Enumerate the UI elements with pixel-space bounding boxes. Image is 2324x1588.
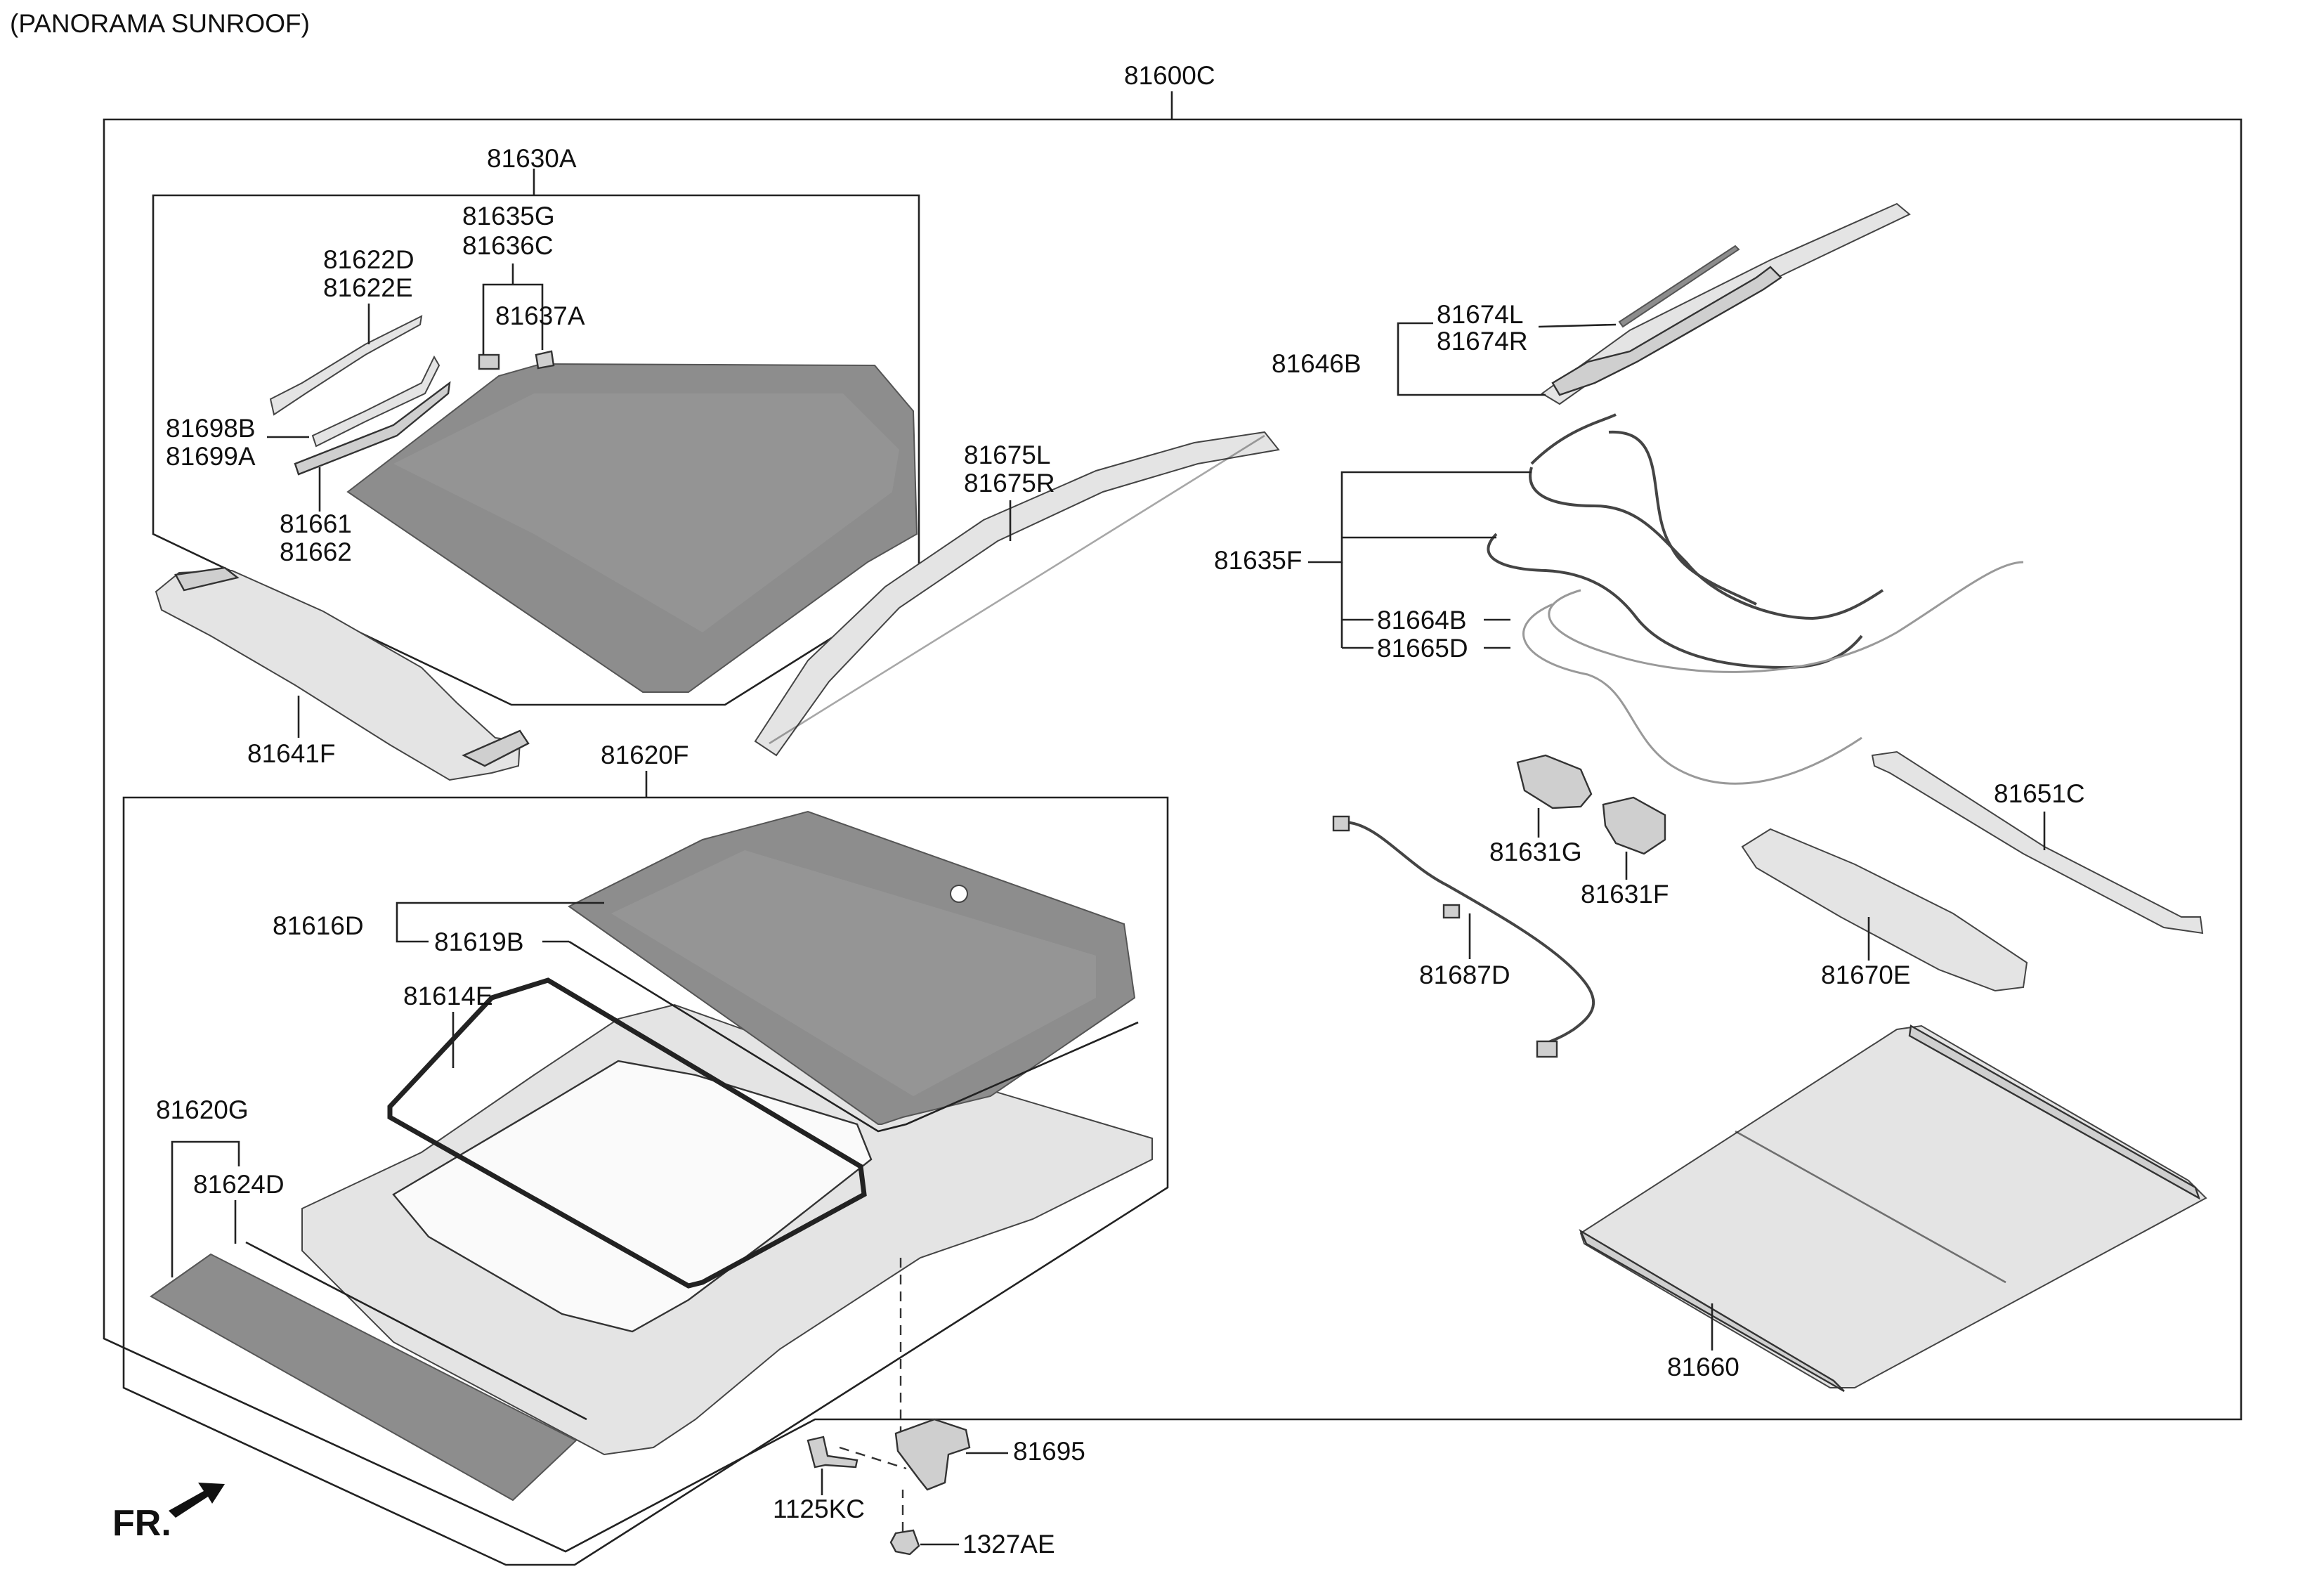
harness-connector-bottom [1536, 1040, 1558, 1058]
label-81699A[interactable]: 81699A [166, 442, 256, 471]
label-81616D[interactable]: 81616D [273, 911, 364, 940]
leader-81616D [396, 902, 604, 926]
label-81660[interactable]: 81660 [1667, 1353, 1739, 1381]
label-81620G[interactable]: 81620G [156, 1095, 249, 1124]
label-81636C[interactable]: 81636C [462, 231, 554, 260]
label-81614E[interactable]: 81614E [403, 982, 493, 1010]
roof-frame-opening [392, 1060, 873, 1333]
fixed-glass-shade [393, 393, 899, 632]
leader-81616D-b [396, 926, 429, 943]
clip-81635G [478, 353, 500, 370]
motor-81631G [1516, 754, 1593, 809]
front-rail-bracket-right [462, 729, 530, 767]
label-1125KC[interactable]: 1125KC [773, 1495, 865, 1523]
roller-blind-seam [1735, 1130, 2006, 1284]
clip-81637A [535, 350, 555, 370]
label-81600C[interactable]: 81600C [1124, 61, 1215, 90]
label-81695[interactable]: 81695 [1013, 1437, 1085, 1466]
label-81620F[interactable]: 81620F [601, 741, 689, 769]
label-81674R[interactable]: 81674R [1437, 327, 1528, 356]
assembly-box-81600C [103, 118, 2243, 1553]
label-81624D[interactable]: 81624D [193, 1170, 285, 1199]
label-81651C[interactable]: 81651C [1994, 779, 2085, 808]
front-rail-bracket-left [174, 566, 240, 592]
label-81635G[interactable]: 81635G [462, 202, 555, 230]
label-81661[interactable]: 81661 [280, 509, 352, 538]
rail-mechanism [1551, 266, 1782, 396]
label-81619B[interactable]: 81619B [434, 928, 524, 956]
harness-connector-top [1332, 815, 1350, 832]
label-81635F[interactable]: 81635F [1214, 546, 1303, 575]
bolt-dashline [839, 1446, 907, 1470]
front-direction-label: FR. [112, 1503, 171, 1544]
label-81698B[interactable]: 81698B [166, 414, 256, 443]
wiring-harness-81687D [1343, 821, 1595, 1048]
label-81675L[interactable]: 81675L [964, 441, 1050, 469]
subassembly-box-81620F [122, 796, 1169, 1566]
leader-81635F [1308, 471, 1532, 564]
diagram-title: (PANORAMA SUNROOF) [10, 9, 310, 38]
drive-cable-81635F-c [1608, 430, 1757, 606]
front-glass-81620G [150, 1253, 577, 1502]
bracket-81698 [311, 355, 440, 448]
roller-blind-81660 [1579, 1024, 2207, 1388]
side-rail-81675 [754, 431, 1280, 757]
label-81646B[interactable]: 81646B [1272, 349, 1362, 378]
leader-81620G [171, 1140, 240, 1277]
weatherstrip-81614E [387, 977, 867, 1289]
deflector-81651C [1871, 750, 2204, 935]
bolt-1125KC [807, 1436, 859, 1469]
label-81622D[interactable]: 81622D [323, 245, 414, 274]
roller-blind-bar-rear [1908, 1024, 2201, 1200]
harness-connector-mid [1442, 904, 1461, 919]
label-81665D[interactable]: 81665D [1377, 634, 1468, 663]
trim-81670E [1741, 828, 2028, 992]
fixed-glass-panel [346, 363, 918, 693]
leader-81646B-b [1397, 364, 1546, 396]
subassembly-box-81630A [152, 194, 920, 706]
trim-strip-81674L [1618, 245, 1740, 328]
nut-1327AE [889, 1529, 920, 1556]
label-81622E[interactable]: 81622E [323, 273, 413, 302]
front-rail-81641F [155, 569, 521, 781]
label-81631F[interactable]: 81631F [1581, 880, 1669, 909]
label-81664B[interactable]: 81664B [1377, 606, 1467, 634]
drain-hose-81664B [1522, 603, 1862, 785]
panorama-glass-shade [611, 850, 1096, 1096]
label-81630A[interactable]: 81630A [487, 144, 577, 173]
bracket-81622 [269, 315, 423, 416]
label-81641F[interactable]: 81641F [247, 739, 336, 768]
mount-bracket-81695 [894, 1418, 971, 1491]
panorama-glass-81616D [568, 810, 1136, 1125]
label-81637A[interactable]: 81637A [495, 301, 585, 330]
label-81674L[interactable]: 81674L [1437, 300, 1523, 329]
seal-81624D [245, 1241, 587, 1421]
label-81670E[interactable]: 81670E [1821, 961, 1911, 989]
label-81675R[interactable]: 81675R [964, 469, 1055, 497]
label-81662[interactable]: 81662 [280, 538, 352, 566]
label-81631G[interactable]: 81631G [1489, 838, 1582, 866]
front-arrow-icon [169, 1483, 225, 1518]
label-1327AE[interactable]: 1327AE [962, 1530, 1055, 1558]
leader-81674 [1538, 323, 1617, 328]
side-rail-edge [769, 434, 1265, 745]
motor-81631F [1602, 796, 1666, 855]
glass-mount-hole [950, 885, 968, 903]
drive-cable-81635F-a [1529, 413, 1884, 620]
label-81687D[interactable]: 81687D [1419, 961, 1510, 989]
drain-hose-81665D [1548, 561, 2024, 673]
strip-81661 [294, 381, 451, 476]
seal-81619B [568, 940, 1139, 1133]
leader-81646B [1397, 322, 1433, 364]
